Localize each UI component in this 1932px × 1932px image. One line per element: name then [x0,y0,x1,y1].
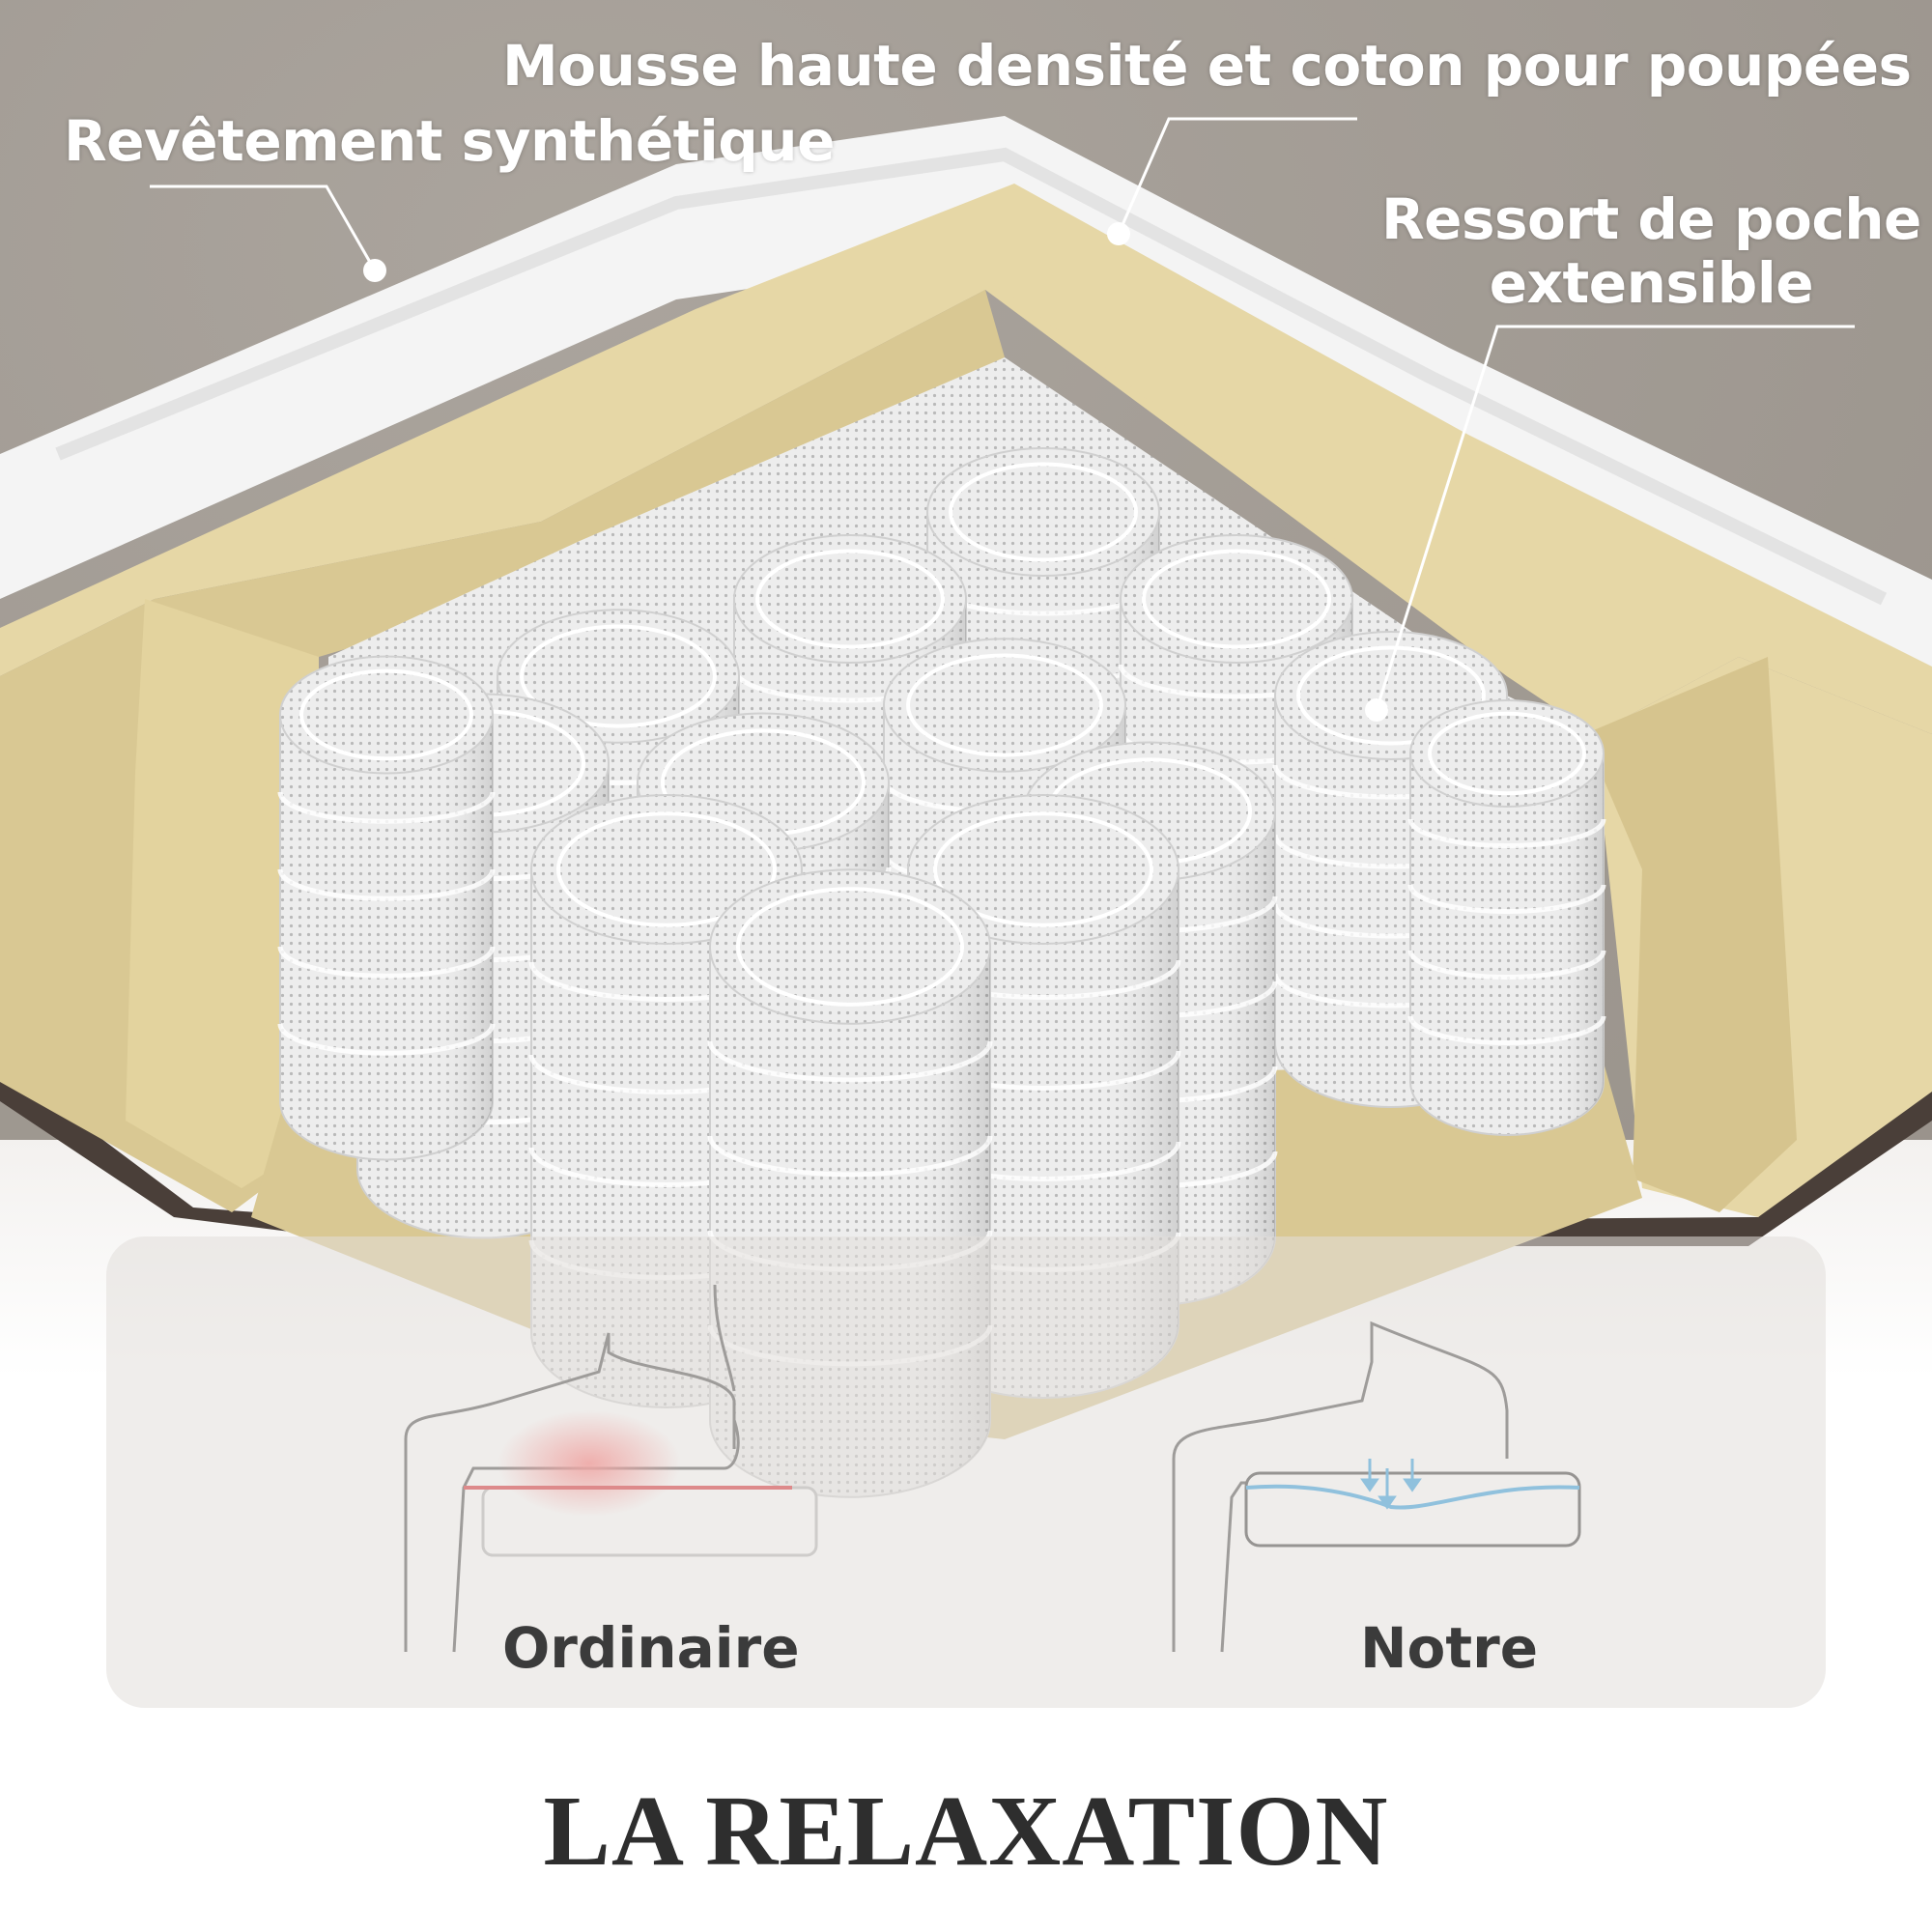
foam-left-inner [126,599,319,1188]
leader-lines [150,117,1855,711]
comparison-panel [106,1236,1826,1708]
dot-cover [363,259,386,282]
leader-foam [1117,117,1357,235]
dot-spring [1365,698,1388,722]
label-pocket-spring-line1: Ressort de poche [1381,186,1921,252]
caption-ordinary: Ordinaire [502,1615,800,1681]
main-title: LA RELAXATION [543,1776,1389,1887]
label-high-density-foam: Mousse haute densité et coton pour poupé… [502,33,1912,99]
foam-top [0,184,1932,734]
cover-texture [55,147,1888,606]
label-pocket-spring: Ressort de poche extensible [1381,187,1921,315]
cover-layer [0,116,1932,696]
dot-foam [1107,222,1130,245]
label-pocket-spring-line2: extensible [1489,250,1814,316]
mattress-base [0,1063,1932,1246]
caption-ours: Notre [1360,1615,1539,1681]
pocket-spring [277,655,496,1161]
leader-spring [1375,325,1855,711]
leader-cover [150,185,377,271]
pocket-spring [1407,699,1606,1136]
foam-right-inner [1584,657,1797,1212]
label-synthetic-cover: Revêtement synthétique [64,108,835,174]
